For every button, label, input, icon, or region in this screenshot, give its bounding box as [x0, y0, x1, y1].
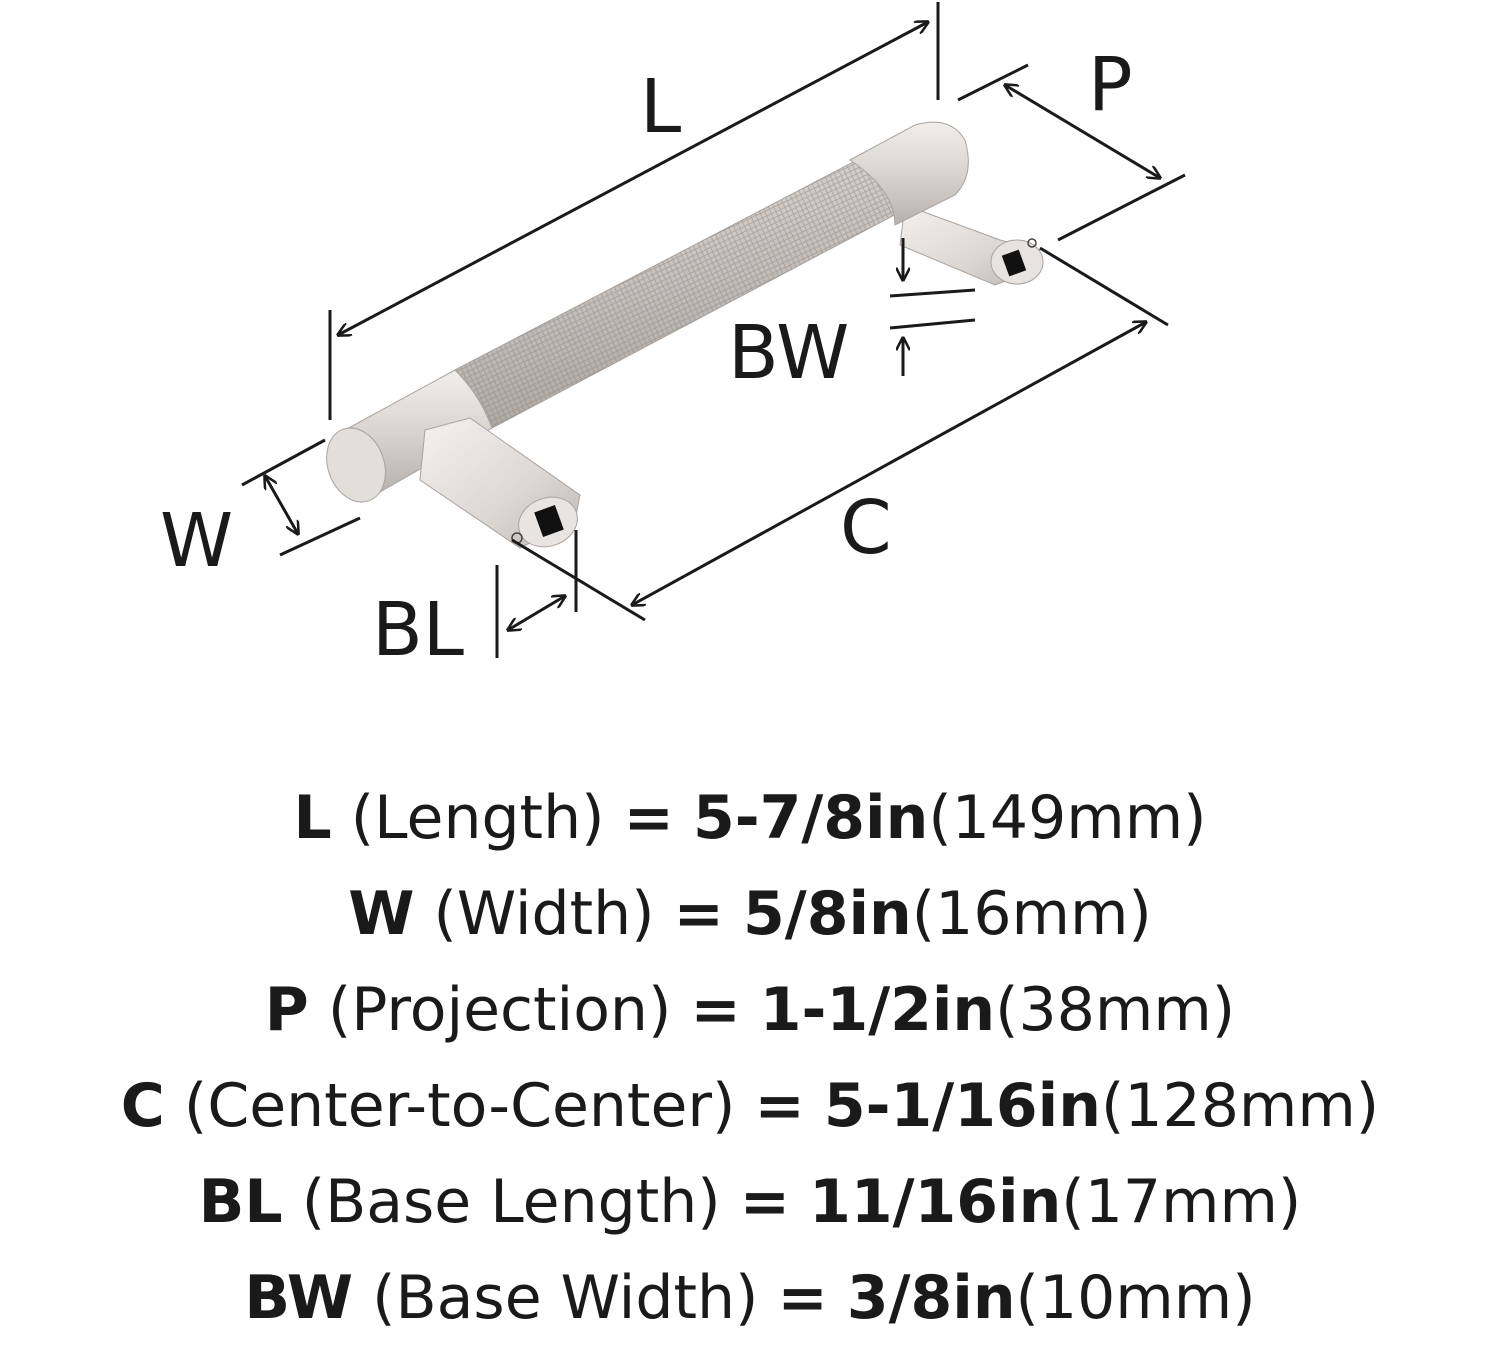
spec-key: P — [264, 975, 309, 1045]
spec-name: (Base Width) — [372, 1263, 759, 1333]
spec-projection: P (Projection) = 1-1/2in(38mm) — [0, 962, 1500, 1058]
bw-extension-bottom — [889, 318, 976, 330]
spec-equals: = — [777, 1263, 828, 1333]
w-extension-bottom — [279, 516, 361, 557]
spec-key: BL — [198, 1167, 283, 1237]
spec-length: L (Length) = 5-7/8in(149mm) — [0, 770, 1500, 866]
bw-extension-top — [889, 288, 976, 298]
spec-key: BW — [244, 1263, 354, 1333]
post-right — [899, 204, 1044, 286]
spec-base-length: BL (Base Length) = 11/16in(17mm) — [0, 1154, 1500, 1250]
w-extension-top — [241, 438, 326, 487]
c-extension-left — [511, 538, 646, 622]
spec-name: (Projection) — [327, 975, 672, 1045]
spec-name: (Width) — [433, 879, 655, 949]
spec-equals: = — [754, 1071, 805, 1141]
spec-inches: 11/16in — [809, 1167, 1062, 1237]
w-arrow — [265, 476, 298, 534]
spec-key: C — [120, 1071, 165, 1141]
bl-arrow — [508, 596, 565, 630]
spec-name: (Base Length) — [301, 1167, 721, 1237]
spec-inches: 1-1/2in — [759, 975, 996, 1045]
spec-millimeters: (16mm) — [911, 879, 1152, 949]
c-extension-right — [1039, 246, 1169, 327]
p-extension-bottom — [1057, 173, 1186, 242]
handle-dimension-diagram: L P BW W C BL — [160, 2, 1186, 673]
post-left — [419, 417, 581, 549]
spec-equals: = — [739, 1167, 791, 1237]
spec-equals: = — [690, 975, 741, 1045]
spec-millimeters: (17mm) — [1061, 1167, 1302, 1237]
spec-key: W — [348, 879, 415, 949]
label-length: L — [640, 64, 681, 150]
spec-equals: = — [673, 879, 724, 949]
label-base-width: BW — [728, 310, 849, 396]
spec-inches: 5-1/16in — [823, 1071, 1101, 1141]
p-arrow — [1005, 85, 1160, 178]
label-width: W — [160, 498, 233, 584]
dimension-specifications: L (Length) = 5-7/8in(149mm) W (Width) = … — [0, 770, 1500, 1346]
spec-center-to-center: C (Center-to-Center) = 5-1/16in(128mm) — [0, 1058, 1500, 1154]
spec-key: L — [293, 783, 332, 853]
label-base-length: BL — [372, 587, 464, 673]
spec-inches: 5/8in — [743, 879, 912, 949]
cabinet-pull-illustration — [326, 121, 1044, 549]
dimension-lines — [241, 2, 1186, 658]
spec-name: (Center-to-Center) — [183, 1071, 736, 1141]
spec-width: W (Width) = 5/8in(16mm) — [0, 866, 1500, 962]
label-projection: P — [1088, 42, 1133, 128]
spec-equals: = — [623, 783, 674, 853]
spec-millimeters: (149mm) — [928, 783, 1207, 853]
c-arrow — [632, 322, 1146, 605]
label-center: C — [840, 485, 892, 571]
l-arrow — [338, 22, 928, 335]
spec-inches: 5-7/8in — [692, 783, 929, 853]
spec-millimeters: (10mm) — [1015, 1263, 1256, 1333]
p-extension-top — [957, 63, 1029, 102]
spec-base-width: BW (Base Width) = 3/8in(10mm) — [0, 1250, 1500, 1346]
spec-millimeters: (38mm) — [995, 975, 1236, 1045]
spec-inches: 3/8in — [846, 1263, 1016, 1333]
spec-name: (Length) — [350, 783, 605, 853]
spec-millimeters: (128mm) — [1100, 1071, 1380, 1141]
